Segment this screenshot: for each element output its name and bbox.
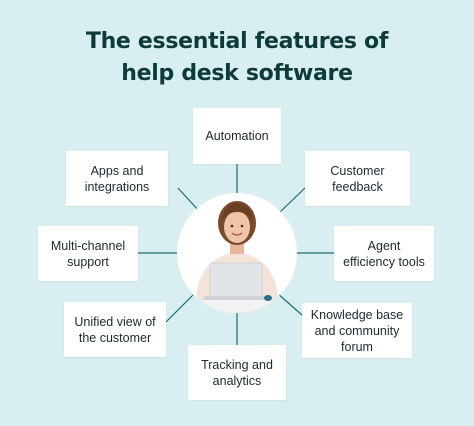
feature-box-automation: Automation [193, 108, 281, 164]
feature-label: Apps and [90, 163, 144, 178]
connector-apps-and-integrations [177, 187, 201, 213]
feature-label: Automation [205, 129, 269, 143]
feature-label: integrations [84, 179, 150, 194]
feature-label: efficiency tools [343, 254, 425, 269]
feature-label: the customer [78, 330, 152, 345]
feature-box-apps-and-integrations: Apps and integrations [66, 151, 168, 206]
feature-box-knowledge-base: Knowledge base and community forum [302, 303, 412, 358]
feature-label: Knowledge base [310, 307, 404, 322]
feature-label: Multi-channel [50, 238, 126, 253]
feature-label: Agent [367, 238, 401, 253]
feature-label: forum [341, 339, 373, 354]
feature-label: Tracking and [201, 357, 273, 372]
feature-box-customer-feedback: Customer feedback [305, 151, 410, 206]
feature-box-agent-efficiency-tools: Agent efficiency tools [334, 226, 434, 281]
support-agent-icon [177, 193, 297, 313]
title-line-2: help desk software [121, 61, 353, 86]
connector-customer-feedback [279, 187, 306, 213]
diagram-title: The essential features of help desk soft… [0, 26, 474, 90]
feature-label: analytics [212, 373, 262, 388]
feature-box-unified-view: Unified view of the customer [64, 302, 166, 357]
connector-unified-view [165, 294, 194, 323]
title-line-1: The essential features of [85, 29, 389, 54]
feature-label: Customer [330, 163, 385, 178]
connector-knowledge-base [276, 292, 303, 316]
feature-label: Unified view of [74, 314, 156, 329]
feature-box-tracking-and-analytics: Tracking and analytics [188, 345, 286, 400]
feature-label: feedback [332, 179, 383, 194]
feature-box-multi-channel-support: Multi-channel support [38, 226, 138, 281]
feature-label: support [67, 254, 109, 269]
feature-label: and community [314, 323, 400, 338]
